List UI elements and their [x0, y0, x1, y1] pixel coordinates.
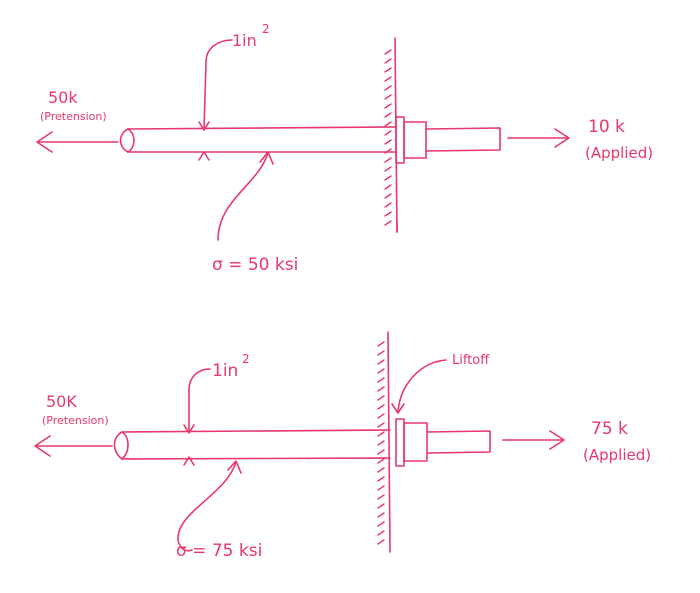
- stress-leader: [217, 151, 274, 241]
- applied-note: (Applied): [585, 144, 653, 162]
- hatch-tick: [377, 386, 385, 392]
- hatch-tick: [384, 157, 392, 163]
- hatch-tick: [384, 67, 392, 73]
- pretension-note: (Pretension): [40, 110, 107, 123]
- applied-arrow: [507, 128, 570, 148]
- applied-note: (Applied): [583, 446, 651, 464]
- hatch-tick: [384, 76, 392, 82]
- stress-leader: [177, 460, 242, 552]
- bolt-shank: [113, 429, 491, 460]
- stress-label: σ = 75 ksi: [176, 541, 262, 561]
- hatch-tick: [384, 85, 392, 91]
- hatch-tick: [384, 58, 392, 64]
- hatch-tick: [377, 422, 385, 428]
- hatch-tick: [377, 458, 385, 464]
- hatch-tick: [377, 341, 385, 347]
- hatch-tick: [377, 485, 385, 491]
- hatch-tick: [377, 512, 385, 518]
- hatch-tick: [384, 103, 392, 109]
- hatch-tick: [377, 467, 385, 473]
- anchor-plate: [394, 37, 398, 233]
- hatch-tick: [377, 350, 385, 356]
- hatch-tick: [384, 130, 392, 136]
- hatch-tick: [384, 139, 392, 145]
- hatch-tick: [384, 175, 392, 181]
- pretension-value: 50k: [48, 88, 78, 107]
- applied-value: 10 k: [588, 117, 625, 137]
- nut-and-washer: [395, 116, 427, 164]
- pretension-note: (Pretension): [42, 414, 109, 427]
- applied-arrow: [502, 430, 565, 450]
- hatch-tick: [384, 49, 392, 55]
- area-leader: [183, 368, 211, 466]
- hatch-tick: [384, 112, 392, 118]
- hatch-tick: [377, 539, 385, 545]
- pretension-arrow: [36, 131, 119, 153]
- area-label: 1in: [212, 361, 238, 381]
- plate-hatching-bottom: [377, 341, 385, 545]
- hatch-tick: [377, 377, 385, 383]
- hatch-tick: [377, 404, 385, 410]
- pretension-value: 50K: [46, 392, 77, 411]
- area-exponent: 2: [262, 22, 270, 36]
- hatch-tick: [377, 359, 385, 365]
- diagram-before-liftoff: 50k (Pretension): [36, 22, 653, 275]
- hatch-tick: [384, 193, 392, 199]
- bolt-shank: [119, 126, 501, 153]
- hatch-tick: [384, 211, 392, 217]
- area-leader: [198, 39, 233, 161]
- liftoff-label: Liftoff: [452, 353, 490, 368]
- hatch-tick: [377, 413, 385, 419]
- pretension-arrow: [34, 435, 113, 457]
- applied-value: 75 k: [591, 419, 628, 439]
- hatch-tick: [377, 395, 385, 401]
- hatch-tick: [377, 521, 385, 527]
- hatch-tick: [384, 166, 392, 172]
- hatch-tick: [377, 449, 385, 455]
- stress-label: σ = 50 ksi: [212, 255, 298, 275]
- hatch-tick: [384, 121, 392, 127]
- diagram-after-liftoff: 50K (Pretension): [34, 331, 651, 561]
- hatch-tick: [384, 94, 392, 100]
- hatch-tick: [384, 220, 392, 226]
- hatch-tick: [377, 431, 385, 437]
- hatch-tick: [377, 440, 385, 446]
- area-label: 1in: [232, 31, 257, 50]
- liftoff-leader: [391, 359, 447, 414]
- hatch-tick: [384, 202, 392, 208]
- anchor-plate: [387, 331, 391, 553]
- hatch-tick: [384, 184, 392, 190]
- nut-and-washer: [395, 418, 428, 467]
- hatch-tick: [377, 503, 385, 509]
- hatch-tick: [377, 494, 385, 500]
- hatch-tick: [377, 476, 385, 482]
- hatch-tick: [377, 368, 385, 374]
- hatch-tick: [384, 148, 392, 154]
- hatch-tick: [377, 530, 385, 536]
- area-exponent: 2: [242, 352, 250, 366]
- plate-hatching-top: [384, 49, 392, 226]
